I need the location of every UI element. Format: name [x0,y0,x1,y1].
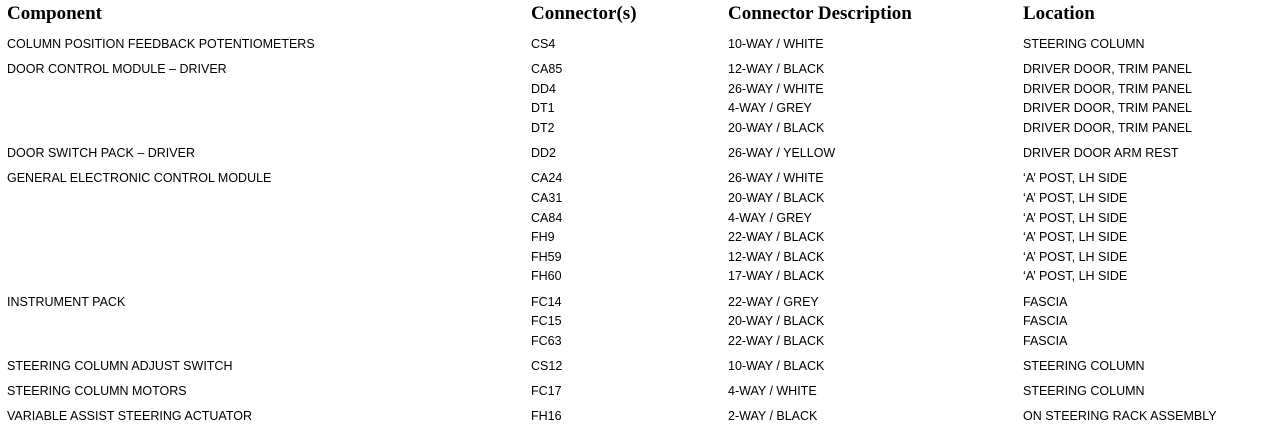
component-name: INSTRUMENT PACK [7,294,126,309]
connector-location: DRIVER DOOR, TRIM PANEL [1023,101,1193,116]
connector-location: FASCIA [1023,333,1068,348]
connector-id: CS12 [531,359,563,373]
component-name: DOOR SWITCH PACK – DRIVER [7,146,195,161]
connector-id: CA84 [531,210,563,225]
component-name: STEERING COLUMN MOTORS [7,384,187,399]
connector-description: 22-WAY / BLACK [728,333,825,348]
table-row: CA24 26-WAY / WHITE ‘A’ POST, LH SIDE [0,168,1264,188]
connector-id: FH16 [531,409,562,424]
table-row: CS12 10-WAY / BLACK STEERING COLUMN [0,356,1264,376]
connector-location: ‘A’ POST, LH SIDE [1023,230,1128,245]
connector-description: 26-WAY / YELLOW [728,146,836,161]
table-row: DT1 4-WAY / GREY DRIVER DOOR, TRIM PANEL [0,98,1264,118]
connector-location: DRIVER DOOR, TRIM PANEL [1023,120,1193,135]
connector-description: 2-WAY / BLACK [728,409,818,424]
header-component: Component [7,3,103,24]
table-row: DD2 26-WAY / YELLOW DRIVER DOOR ARM REST [0,143,1264,163]
connector-location: ‘A’ POST, LH SIDE [1023,190,1128,205]
connector-id: FH60 [531,269,562,284]
connector-description: 4-WAY / GREY [728,101,812,116]
table-row: FH9 22-WAY / BLACK ‘A’ POST, LH SIDE [0,227,1264,247]
connector-location: STEERING COLUMN [1023,359,1145,373]
connector-location: FASCIA [1023,294,1068,309]
connector-description: 12-WAY / BLACK [728,249,825,264]
connector-id: DD2 [531,146,557,161]
table-row: FC14 22-WAY / GREY FASCIA [0,292,1264,312]
connector-location: DRIVER DOOR, TRIM PANEL [1023,62,1193,77]
component-group: VARIABLE ASSIST STEERING ACTUATOR FH16 2-W… [0,406,1264,426]
component-name: STEERING COLUMN ADJUST SWITCH [7,359,233,373]
connector-id: DT1 [531,101,555,116]
table-header: Component Connector(s) Connector Descrip… [0,2,1264,28]
component-group: DOOR CONTROL MODULE – DRIVER CA85 12-WAY /… [0,59,1264,137]
connector-id: CS4 [531,37,556,51]
connector-location: ‘A’ POST, LH SIDE [1023,269,1128,284]
component-name: VARIABLE ASSIST STEERING ACTUATOR [7,409,252,424]
connector-description: 20-WAY / BLACK [728,190,825,205]
connector-location: DRIVER DOOR, TRIM PANEL [1023,81,1193,96]
table-row: DD4 26-WAY / WHITE DRIVER DOOR, TRIM PANEL [0,79,1264,99]
connector-description: 26-WAY / WHITE [728,171,824,186]
component-group: GENERAL ELECTRONIC CONTROL MODULE CA24 26-… [0,168,1264,286]
connector-location: ‘A’ POST, LH SIDE [1023,210,1128,225]
component-name: DOOR CONTROL MODULE – DRIVER [7,62,227,77]
table-row: CA84 4-WAY / GREY ‘A’ POST, LH SIDE [0,208,1264,228]
connector-description: 12-WAY / BLACK [728,62,825,77]
connector-id: DT2 [531,120,555,135]
table-row: DT2 20-WAY / BLACK DRIVER DOOR, TRIM PANEL [0,118,1264,138]
connector-location: ‘A’ POST, LH SIDE [1023,249,1128,264]
component-group: STEERING COLUMN ADJUST SWITCH CS12 10-WAY … [0,356,1264,376]
connector-description: 4-WAY / GREY [728,210,812,225]
connector-description: 20-WAY / BLACK [728,120,825,135]
table-row: CA31 20-WAY / BLACK ‘A’ POST, LH SIDE [0,188,1264,208]
table-row: CS4 10-WAY / WHITE STEERING COLUMN [0,34,1264,54]
table-row: FH16 2-WAY / BLACK ON STEERING RACK ASSEMB… [0,406,1264,426]
header-connectors: Connector(s) [531,3,637,24]
connector-id: FH9 [531,230,555,245]
header-location: Location [1023,3,1095,24]
connector-description: 10-WAY / BLACK [728,359,825,373]
connector-id: CA85 [531,62,563,77]
connector-id: FC63 [531,333,562,348]
connector-description: 20-WAY / BLACK [728,314,825,329]
connector-id: DD4 [531,81,557,96]
connector-location: STEERING COLUMN [1023,384,1145,399]
table-row: CA85 12-WAY / BLACK DRIVER DOOR, TRIM PANE… [0,59,1264,79]
connector-description: 10-WAY / WHITE [728,37,824,51]
connector-description: 22-WAY / BLACK [728,230,825,245]
table-row: FC63 22-WAY / BLACK FASCIA [0,331,1264,351]
component-group: DOOR SWITCH PACK – DRIVER DD2 26-WAY / YEL… [0,143,1264,163]
connector-location: DRIVER DOOR ARM REST [1023,146,1179,161]
connector-location: FASCIA [1023,314,1068,329]
table-row: FH59 12-WAY / BLACK ‘A’ POST, LH SIDE [0,247,1264,267]
connector-id: FC17 [531,384,562,399]
connector-location: ‘A’ POST, LH SIDE [1023,171,1128,186]
component-name: GENERAL ELECTRONIC CONTROL MODULE [7,171,272,186]
table-row: FC15 20-WAY / BLACK FASCIA [0,311,1264,331]
connector-description: 26-WAY / WHITE [728,81,824,96]
header-description: Connector Description [728,3,912,24]
connector-location: ON STEERING RACK ASSEMBLY [1023,409,1217,424]
connector-description: 22-WAY / GREY [728,294,819,309]
component-name: COLUMN POSITION FEEDBACK POTENTIOMETERS [7,37,315,51]
connector-description: 4-WAY / WHITE [728,384,817,399]
table-row: FC17 4-WAY / WHITE STEERING COLUMN [0,381,1264,401]
connector-id: CA24 [531,171,563,186]
connector-id: CA31 [531,190,563,205]
connector-location: STEERING COLUMN [1023,37,1145,51]
connector-description: 17-WAY / BLACK [728,269,825,284]
connector-id: FC15 [531,314,562,329]
table-row: FH60 17-WAY / BLACK ‘A’ POST, LH SIDE [0,266,1264,286]
component-group: STEERING COLUMN MOTORS FC17 4-WAY / WHITE S… [0,381,1264,401]
connector-id: FH59 [531,249,562,264]
connector-id: FC14 [531,294,562,309]
